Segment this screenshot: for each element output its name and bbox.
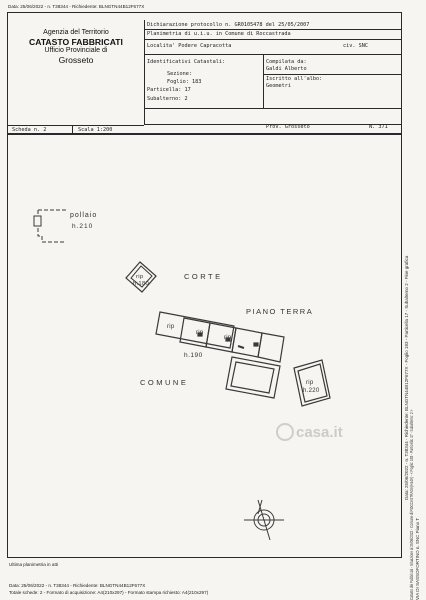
subalterno-text: Subalterno: 2: [147, 96, 188, 102]
divider-vertical: [263, 54, 264, 108]
rip-right-label: rip: [306, 380, 314, 386]
ufficio-label: Ufficio Provinciale di: [44, 47, 108, 54]
pollaio-label: pollaio: [70, 212, 98, 219]
footer-line-1: Data: 25/06/2022 - n. T38344 - Richieden…: [9, 583, 146, 588]
iscritto-value: Geometri: [266, 83, 291, 89]
right-margin-bottom-2: VIA DI SASSOFORTINO n. SNC Piano T: [415, 517, 420, 600]
footer-line-2: Totale schede: 2 - Formato di acquisizio…: [9, 590, 209, 595]
catasto-title: CATASTO FABBRICATI: [29, 37, 123, 47]
iscritto-title: Iscritto all'albo:: [266, 76, 323, 82]
pollaio-height: h.210: [72, 223, 94, 230]
scheda-row: [7, 125, 144, 135]
identificativi-title: Identificativi Catastali:: [147, 59, 226, 65]
rip-right-height: h.220: [303, 388, 320, 394]
divider: [144, 29, 402, 30]
particella-text: Particella: 17: [147, 87, 191, 93]
right-margin-bottom: Catasto dei Fabbricati - Situazione al 2…: [409, 409, 414, 600]
divider: [263, 74, 402, 75]
divider: [144, 39, 402, 40]
rip-small-outline: [125, 261, 157, 293]
planimetria-text: Planimetria di u.i.u. in Comune di Rocca…: [147, 31, 291, 37]
drawing-frame: [7, 134, 402, 558]
comune-label: COMUNE: [140, 378, 189, 387]
room-height: h.190: [184, 352, 203, 359]
rip-small-label: rip: [136, 274, 144, 280]
divider: [144, 108, 402, 109]
pollaio-outline: [33, 209, 66, 243]
divider: [144, 54, 402, 55]
compilata-title: Compilata da:: [266, 59, 307, 65]
room-rip-a: rip: [167, 324, 175, 330]
corte-label: CORTE: [184, 272, 223, 281]
provincia-name: Grosseto: [58, 55, 94, 65]
rip-small-height: h.180: [133, 281, 150, 287]
sezione-text: Sezione:: [167, 71, 192, 77]
piano-terra-label: PIANO TERRA: [246, 307, 314, 316]
numero-text: N. 371: [369, 124, 388, 130]
north-arrow: [244, 499, 284, 541]
room-rip-c: rip: [224, 335, 232, 341]
agency-name: Agenzia del Territorio: [43, 29, 109, 36]
scala-text: Scala 1:200: [78, 127, 113, 133]
form-border: [7, 12, 402, 134]
header-panel: [144, 20, 402, 125]
main-building-outline: [155, 311, 285, 399]
provincia-text: Prov. Grosseto: [266, 124, 310, 130]
room-rip-b: rip: [196, 330, 204, 336]
rip-right-outline: [293, 359, 331, 407]
localita-text: Localita' Podere Capracotta: [147, 43, 232, 49]
divider-vertical: [72, 125, 73, 134]
dichiarazione-text: Dichiarazione protocollo n. GR0105478 de…: [147, 22, 310, 28]
agency-block: Agenzia del Territorio CATASTO FABBRICAT…: [8, 29, 144, 65]
compilata-name: Galdi Alberto: [266, 66, 307, 72]
top-header-line: Data: 25/06/2022 - n. T38344 - Richieden…: [8, 4, 145, 9]
civico-text: civ. SNC: [343, 43, 368, 49]
scheda-text: Scheda n. 2: [12, 127, 47, 133]
watermark-text: casa.it: [296, 424, 343, 441]
ultima-planimetria: Ultima planimetria in atti: [9, 562, 59, 567]
foglio-text: Foglio: 183: [167, 79, 202, 85]
watermark-logo: [276, 423, 294, 441]
